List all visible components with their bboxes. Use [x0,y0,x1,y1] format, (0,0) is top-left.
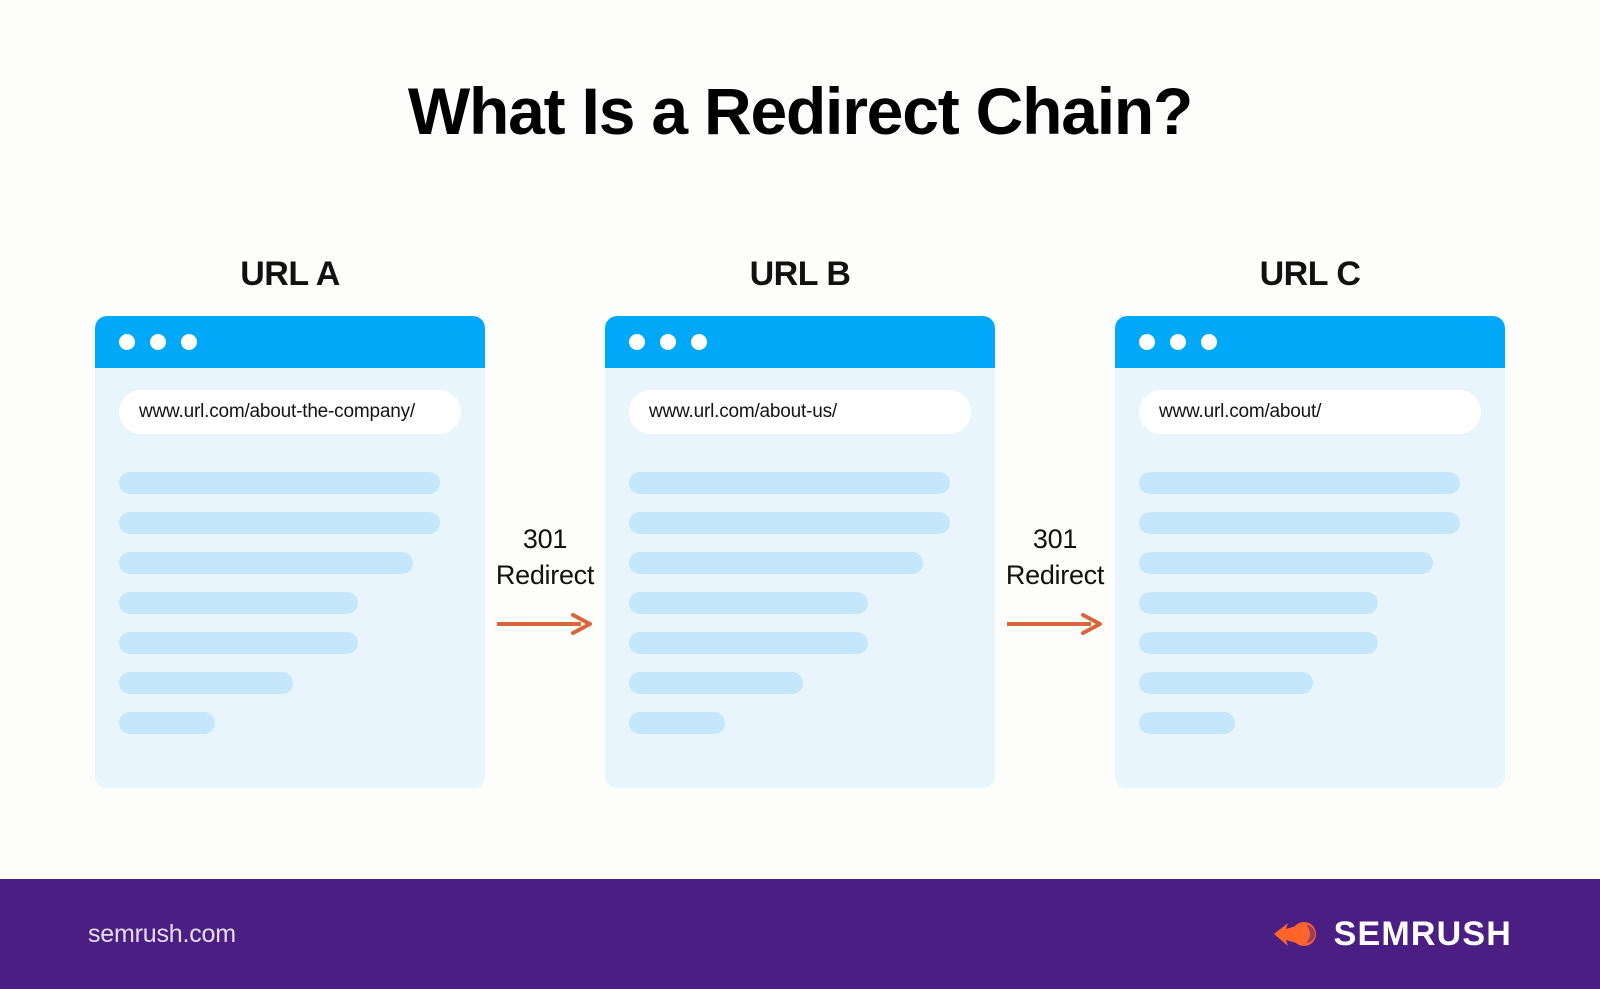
content-line [119,512,441,534]
browser-viewport: www.url.com/about/ [1115,368,1505,788]
window-dot-icon [1201,334,1217,350]
content-line [119,592,359,614]
window-dot-icon [119,334,135,350]
content-line [1139,632,1379,654]
content-line [1139,472,1461,494]
diagram-node-url-b: URL B www.url.com/about-us/ [605,255,995,788]
content-line [1139,512,1461,534]
window-dot-icon [1139,334,1155,350]
content-line [119,472,441,494]
connector-label-b-to-c: 301 Redirect [1006,521,1104,594]
node-label-url-a: URL A [240,255,340,293]
browser-viewport: www.url.com/about-the-company/ [95,368,485,788]
browser-viewport: www.url.com/about-us/ [605,368,995,788]
window-dot-icon [1170,334,1186,350]
window-dot-icon [660,334,676,350]
redirect-chain-diagram: URL A www.url.com/about-the-company/ [0,255,1600,815]
node-label-url-b: URL B [749,255,851,293]
semrush-comet-icon [1273,922,1316,946]
url-bar-url-a[interactable]: www.url.com/about-the-company/ [119,390,461,434]
connector-label-a-to-b: 301 Redirect [496,521,594,594]
footer-website-url[interactable]: semrush.com [88,919,236,948]
browser-window-url-c: www.url.com/about/ [1115,316,1505,788]
arrow-right-icon [1007,612,1102,635]
url-bar-url-b[interactable]: www.url.com/about-us/ [629,390,971,434]
browser-window-url-b: www.url.com/about-us/ [605,316,995,788]
content-placeholder-lines [1139,472,1481,734]
content-line [119,712,215,734]
browser-window-url-a: www.url.com/about-the-company/ [95,316,485,788]
footer-bar: semrush.com SEMRUSH [0,879,1600,989]
connector-code: 301 [1032,524,1078,554]
connector-action: Redirect [1005,560,1105,591]
content-line [629,712,725,734]
content-line [629,472,951,494]
diagram-node-url-a: URL A www.url.com/about-the-company/ [95,255,485,788]
window-dot-icon [629,334,645,350]
content-line [629,512,951,534]
browser-titlebar [1115,316,1505,368]
browser-titlebar [95,316,485,368]
semrush-logo: SEMRUSH [1272,914,1512,954]
connector-a-to-b: 301 Redirect [485,311,605,783]
node-label-url-c: URL C [1259,255,1361,293]
content-line [119,632,359,654]
window-dot-icon [150,334,166,350]
content-line [629,672,804,694]
connector-code: 301 [522,524,568,554]
diagram-node-url-c: URL C www.url.com/about/ [1115,255,1505,788]
content-placeholder-lines [629,472,971,734]
content-line [1139,672,1314,694]
browser-titlebar [605,316,995,368]
window-dot-icon [691,334,707,350]
content-line [1139,552,1434,574]
content-line [1139,712,1235,734]
url-bar-url-c[interactable]: www.url.com/about/ [1139,390,1481,434]
content-line [119,552,414,574]
content-line [629,552,924,574]
content-line [119,672,294,694]
connector-b-to-c: 301 Redirect [995,311,1115,783]
content-placeholder-lines [119,472,461,734]
semrush-wordmark: SEMRUSH [1333,914,1512,953]
content-line [629,592,869,614]
arrow-right-icon [497,612,592,635]
content-line [1139,592,1379,614]
content-line [629,632,869,654]
page-title: What Is a Redirect Chain? [407,74,1193,148]
window-dot-icon [181,334,197,350]
connector-action: Redirect [495,560,595,591]
